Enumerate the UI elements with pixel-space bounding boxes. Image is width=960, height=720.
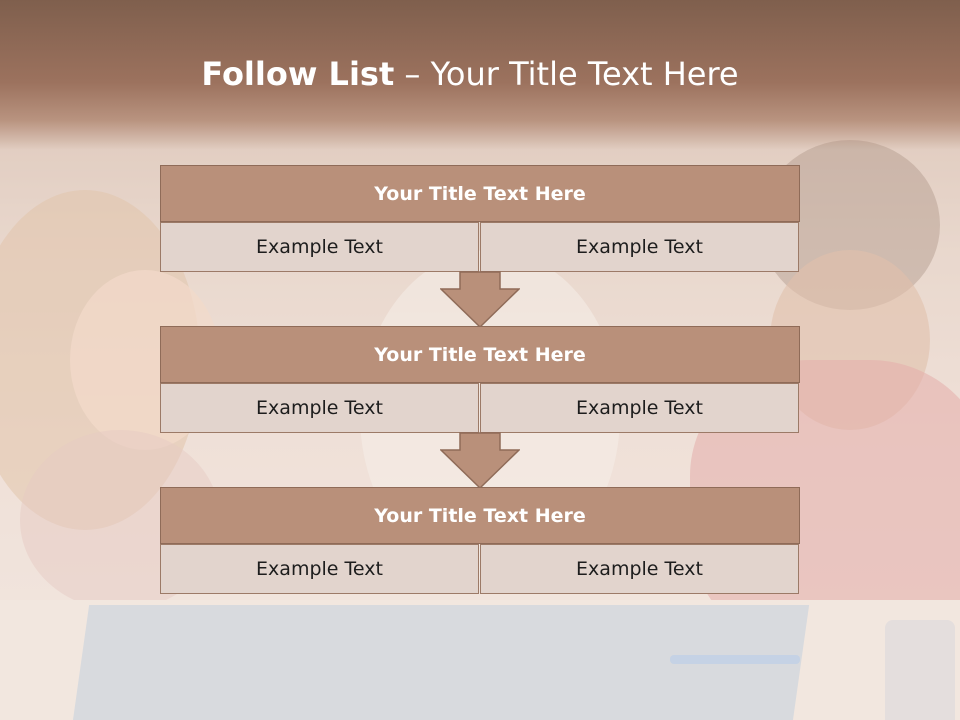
down-arrow-icon — [440, 432, 520, 490]
step-cell-right: Example Text — [480, 222, 799, 272]
step-cell-left: Example Text — [160, 383, 479, 433]
step-title: Your Title Text Here — [160, 326, 800, 383]
step-cell-right: Example Text — [480, 544, 799, 594]
flow-step-3: Your Title Text Here Example Text Exampl… — [160, 487, 800, 594]
flow-step-2: Your Title Text Here Example Text Exampl… — [160, 326, 800, 433]
slide-title: Follow List – Your Title Text Here — [0, 55, 940, 93]
step-title: Your Title Text Here — [160, 487, 800, 544]
step-cell-right: Example Text — [480, 383, 799, 433]
header-band — [0, 0, 960, 150]
step-cell-left: Example Text — [160, 222, 479, 272]
slide-title-bold: Follow List — [201, 55, 395, 93]
step-cell-left: Example Text — [160, 544, 479, 594]
down-arrow-icon — [440, 271, 520, 329]
flow-step-1: Your Title Text Here Example Text Exampl… — [160, 165, 800, 272]
slide-title-rest: – Your Title Text Here — [404, 55, 739, 93]
step-title: Your Title Text Here — [160, 165, 800, 222]
